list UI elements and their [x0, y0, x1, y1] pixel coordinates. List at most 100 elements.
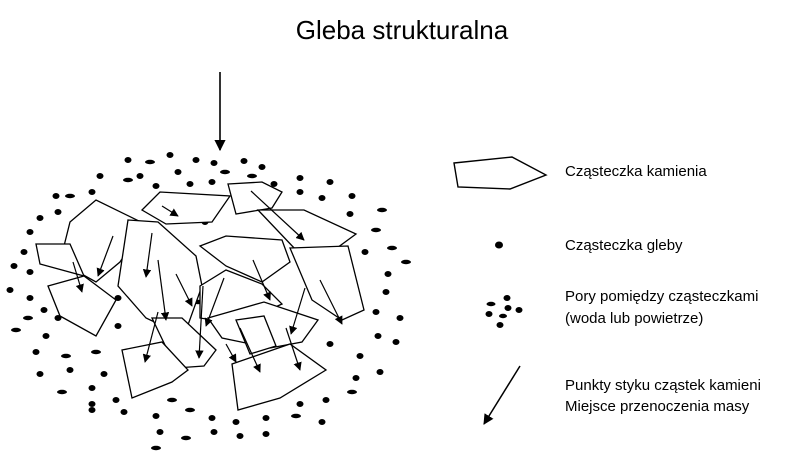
soil-particle: [401, 259, 411, 265]
soil-particle: [396, 315, 404, 321]
soil-particle: [11, 327, 21, 333]
soil-particle: [152, 413, 160, 419]
soil-particle: [296, 175, 304, 181]
soil-particle: [20, 249, 28, 255]
stone-particle: [121, 341, 189, 399]
stone-particle: [47, 275, 117, 337]
soil-particle: [347, 389, 357, 395]
soil-particle: [32, 349, 40, 355]
contact-arrow: [285, 327, 302, 371]
soil-particle: [371, 227, 381, 233]
soil-particle: [156, 429, 164, 435]
legend-pores-sublabel: (woda lub powietrze): [565, 310, 704, 327]
soil-particle: [145, 159, 155, 165]
soil-particle: [26, 229, 34, 235]
stone-particle: [289, 245, 365, 321]
soil-particle: [186, 181, 194, 187]
soil-particle-icon: [495, 241, 503, 249]
soil-particle: [262, 431, 270, 437]
soil-particle: [152, 183, 160, 189]
soil-particle: [361, 249, 369, 255]
soil-particle: [88, 401, 96, 407]
stone-particle: [198, 235, 291, 283]
soil-particle: [167, 397, 177, 403]
contact-arrow: [250, 190, 305, 241]
soil-particle: [52, 193, 60, 199]
contact-arrow: [195, 285, 204, 359]
soil-particle: [54, 209, 62, 215]
soil-particle: [66, 367, 74, 373]
soil-particle: [372, 309, 380, 315]
soil-particle: [57, 389, 67, 395]
soil-particle: [26, 269, 34, 275]
soil-particle: [352, 375, 360, 381]
soil-particle: [382, 289, 390, 295]
soil-particle: [291, 413, 301, 419]
soil-particle: [240, 158, 248, 164]
contact-arrow: [289, 287, 306, 335]
soil-particle: [192, 157, 200, 163]
soil-particle: [270, 181, 278, 187]
soil-particle: [210, 429, 218, 435]
soil-particle: [247, 173, 257, 179]
soil-particle: [326, 341, 334, 347]
soil-particle: [208, 415, 216, 421]
soil-particle: [100, 371, 108, 377]
contact-arrow: [175, 273, 193, 307]
soil-particle: [174, 169, 182, 175]
soil-particle: [392, 339, 400, 345]
soil-particle: [123, 177, 133, 183]
contact-arrow-icon: [483, 365, 521, 425]
legend-contact-sublabel: Miejsce przenoczenia masy: [565, 398, 750, 415]
soil-particle: [210, 160, 218, 166]
pores-icon: [485, 295, 523, 328]
soil-particle: [61, 353, 71, 359]
soil-particle: [120, 409, 128, 415]
soil-particle: [348, 193, 356, 199]
legend-pores-label: Pory pomiędzy cząsteczkami: [565, 288, 759, 305]
soil-particle: [208, 179, 216, 185]
stone-particle: [140, 191, 232, 225]
soil-particle: [151, 445, 161, 451]
contact-arrow: [96, 235, 114, 277]
soil-particle: [181, 435, 191, 441]
soil-particle: [346, 211, 354, 217]
stone-particle: [235, 315, 277, 355]
soil-particle: [136, 173, 144, 179]
soil-particle: [296, 189, 304, 195]
contact-arrows: [72, 190, 343, 373]
contact-arrow: [161, 205, 179, 217]
soil-particle: [36, 371, 44, 377]
contact-arrow: [225, 343, 237, 363]
soil-particle: [26, 295, 34, 301]
soil-particle: [23, 315, 33, 321]
contact-arrow: [252, 259, 271, 301]
contact-arrow: [239, 327, 261, 373]
soil-particle: [112, 397, 120, 403]
stone-particles: [35, 181, 365, 411]
soil-particle: [166, 152, 174, 158]
soil-particle: [65, 193, 75, 199]
soil-particle: [236, 433, 244, 439]
contact-arrow: [157, 259, 170, 321]
diagram-title: Gleba strukturalna: [295, 15, 509, 45]
soil-particle: [262, 415, 270, 421]
soil-particle: [318, 195, 326, 201]
soil-particle: [88, 385, 96, 391]
contact-arrow: [142, 232, 153, 278]
stone-particle: [231, 343, 328, 411]
contact-arrow: [319, 279, 343, 325]
contact-arrow: [142, 311, 159, 363]
soil-particle: [114, 323, 122, 329]
soil-structure-diagram: [6, 72, 411, 451]
soil-particle: [124, 157, 132, 163]
soil-particle: [40, 307, 48, 313]
soil-particle: [296, 401, 304, 407]
legend-contact-label: Punkty styku cząstek kamieni: [565, 377, 761, 394]
soil-particle: [6, 287, 14, 293]
soil-particle: [88, 189, 96, 195]
soil-particle: [326, 179, 334, 185]
soil-particle: [384, 271, 392, 277]
soil-particle: [318, 419, 326, 425]
contact-arrow: [204, 277, 225, 327]
